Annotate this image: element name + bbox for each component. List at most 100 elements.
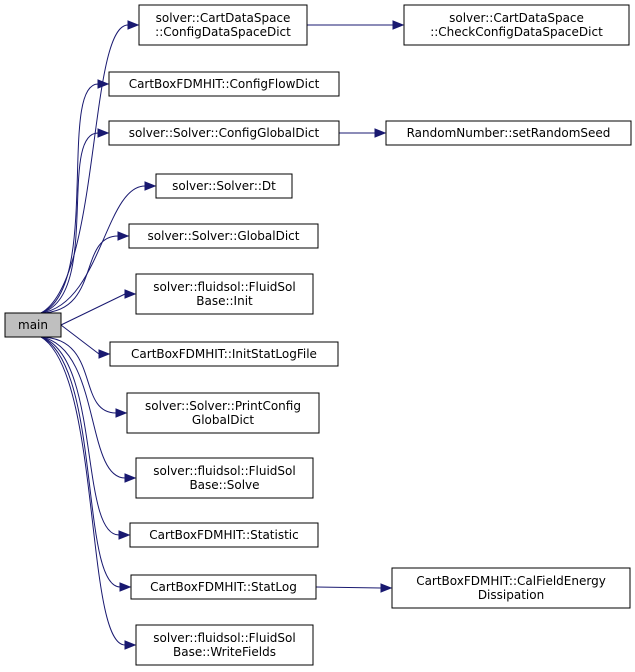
- edge-arrowhead: [380, 583, 393, 593]
- node-box: [135, 624, 314, 666]
- edge-line: [40, 24, 129, 314]
- edge-line: [40, 336, 120, 536]
- node-box: [129, 522, 319, 548]
- node-box: [4, 312, 62, 338]
- edge-arrowhead: [117, 231, 130, 241]
- node-label-line: solver::fluidsol::FluidSol: [153, 631, 295, 645]
- node-global-dict[interactable]: solver::Solver::ConfigGlobalDict: [108, 120, 340, 146]
- edge-line: [40, 235, 119, 314]
- edge-main-to-fluid_solve: [40, 336, 137, 483]
- node-cds-check[interactable]: solver::CartDataSpace::CheckConfigDataSp…: [403, 4, 630, 46]
- edge-arrowhead: [118, 530, 131, 540]
- edge-arrowhead: [98, 349, 111, 359]
- node-label-line: CartBoxFDMHIT::StatLog: [150, 580, 297, 594]
- edge-line: [60, 293, 126, 326]
- edge-arrowhead: [119, 582, 132, 592]
- edge-line: [40, 132, 99, 314]
- node-box: [135, 273, 314, 315]
- node-dt[interactable]: solver::Solver::Dt: [155, 173, 293, 199]
- node-box: [385, 120, 632, 146]
- node-box: [138, 4, 308, 46]
- edge-main-to-init_stat: [60, 324, 111, 359]
- node-label-line: ::ConfigDataSpaceDict: [155, 25, 291, 39]
- edge-arrowhead: [144, 181, 157, 191]
- edge-arrowhead: [97, 128, 110, 138]
- node-label-line: solver::fluidsol::FluidSol: [153, 280, 295, 294]
- node-label-line: solver::Solver::ConfigGlobalDict: [129, 126, 320, 140]
- edge-main-to-dt: [40, 181, 157, 314]
- node-box: [108, 71, 340, 97]
- node-stat-log[interactable]: CartBoxFDMHIT::StatLog: [130, 574, 317, 600]
- nodes-layer: main solver::CartDataSpace::ConfigDataSpa…: [4, 4, 632, 666]
- edge-main-to-cds_config: [40, 20, 140, 314]
- node-box: [128, 223, 319, 249]
- node-box: [391, 567, 631, 609]
- edge-main-to-flow_dict: [40, 79, 110, 314]
- edge-main-to-write_fields: [40, 336, 137, 650]
- edge-arrowhead: [127, 20, 140, 30]
- node-box: [126, 392, 320, 434]
- node-label-line: CartBoxFDMHIT::InitStatLogFile: [131, 347, 317, 361]
- node-label-line: solver::CartDataSpace: [156, 11, 291, 25]
- edge-line: [40, 336, 121, 588]
- node-statistic[interactable]: CartBoxFDMHIT::Statistic: [129, 522, 319, 548]
- node-box: [108, 120, 340, 146]
- node-label-line: Base::Init: [196, 294, 253, 308]
- node-label-line: solver::fluidsol::FluidSol: [153, 464, 295, 478]
- node-box: [155, 173, 293, 199]
- node-get-global[interactable]: solver::Solver::GlobalDict: [128, 223, 319, 249]
- node-label-line: solver::CartDataSpace: [449, 11, 584, 25]
- edge-main-to-stat_log: [40, 336, 132, 592]
- node-label-line: CartBoxFDMHIT::ConfigFlowDict: [129, 77, 320, 91]
- node-flow-dict[interactable]: CartBoxFDMHIT::ConfigFlowDict: [108, 71, 340, 97]
- edge-arrowhead: [115, 408, 128, 418]
- edge-arrowhead: [97, 79, 110, 89]
- edge-arrowhead: [392, 20, 405, 30]
- edge-line: [315, 586, 382, 589]
- edge-line: [40, 336, 117, 414]
- node-label-line: Base::Solve: [189, 478, 259, 492]
- node-box: [403, 4, 630, 46]
- edge-arrowhead: [374, 128, 387, 138]
- node-label-line: GlobalDict: [192, 413, 254, 427]
- edge-stat_log-to-cal_field: [315, 583, 393, 593]
- node-main[interactable]: main: [4, 312, 62, 338]
- edge-arrowhead: [124, 640, 137, 650]
- node-label-line: CartBoxFDMHIT::CalFieldEnergy: [416, 574, 606, 588]
- node-label-line: solver::Solver::PrintConfig: [145, 399, 301, 413]
- node-write-fields[interactable]: solver::fluidsol::FluidSolBase::WriteFie…: [135, 624, 314, 666]
- edge-main-to-get_global: [40, 231, 130, 314]
- node-label-line: RandomNumber::setRandomSeed: [407, 126, 611, 140]
- node-box: [135, 457, 314, 499]
- edge-cds_config-to-cds_check: [307, 20, 405, 30]
- edge-line: [40, 185, 146, 314]
- edge-line: [40, 83, 99, 314]
- edges-layer: [40, 20, 405, 650]
- edge-line: [40, 336, 126, 646]
- edge-main-to-statistic: [40, 336, 131, 540]
- edge-main-to-print_config: [40, 336, 128, 418]
- node-init-stat[interactable]: CartBoxFDMHIT::InitStatLogFile: [109, 341, 339, 367]
- node-label-line: ::CheckConfigDataSpaceDict: [430, 25, 603, 39]
- node-cds-config[interactable]: solver::CartDataSpace::ConfigDataSpaceDi…: [138, 4, 308, 46]
- edge-line: [60, 324, 100, 355]
- node-label-line: Base::WriteFields: [173, 645, 276, 659]
- node-box: [109, 341, 339, 367]
- edge-line: [40, 336, 126, 479]
- node-label-line: CartBoxFDMHIT::Statistic: [149, 528, 298, 542]
- edge-global_dict-to-random_seed: [339, 128, 387, 138]
- node-label-line: main: [18, 318, 48, 332]
- node-label-line: solver::Solver::GlobalDict: [148, 229, 300, 243]
- node-label-line: Dissipation: [478, 588, 544, 602]
- node-box: [130, 574, 317, 600]
- node-label-line: solver::Solver::Dt: [172, 179, 276, 193]
- edge-arrowhead: [124, 289, 137, 299]
- edge-main-to-fluid_init: [60, 289, 137, 326]
- node-random-seed[interactable]: RandomNumber::setRandomSeed: [385, 120, 632, 146]
- edge-arrowhead: [124, 473, 137, 483]
